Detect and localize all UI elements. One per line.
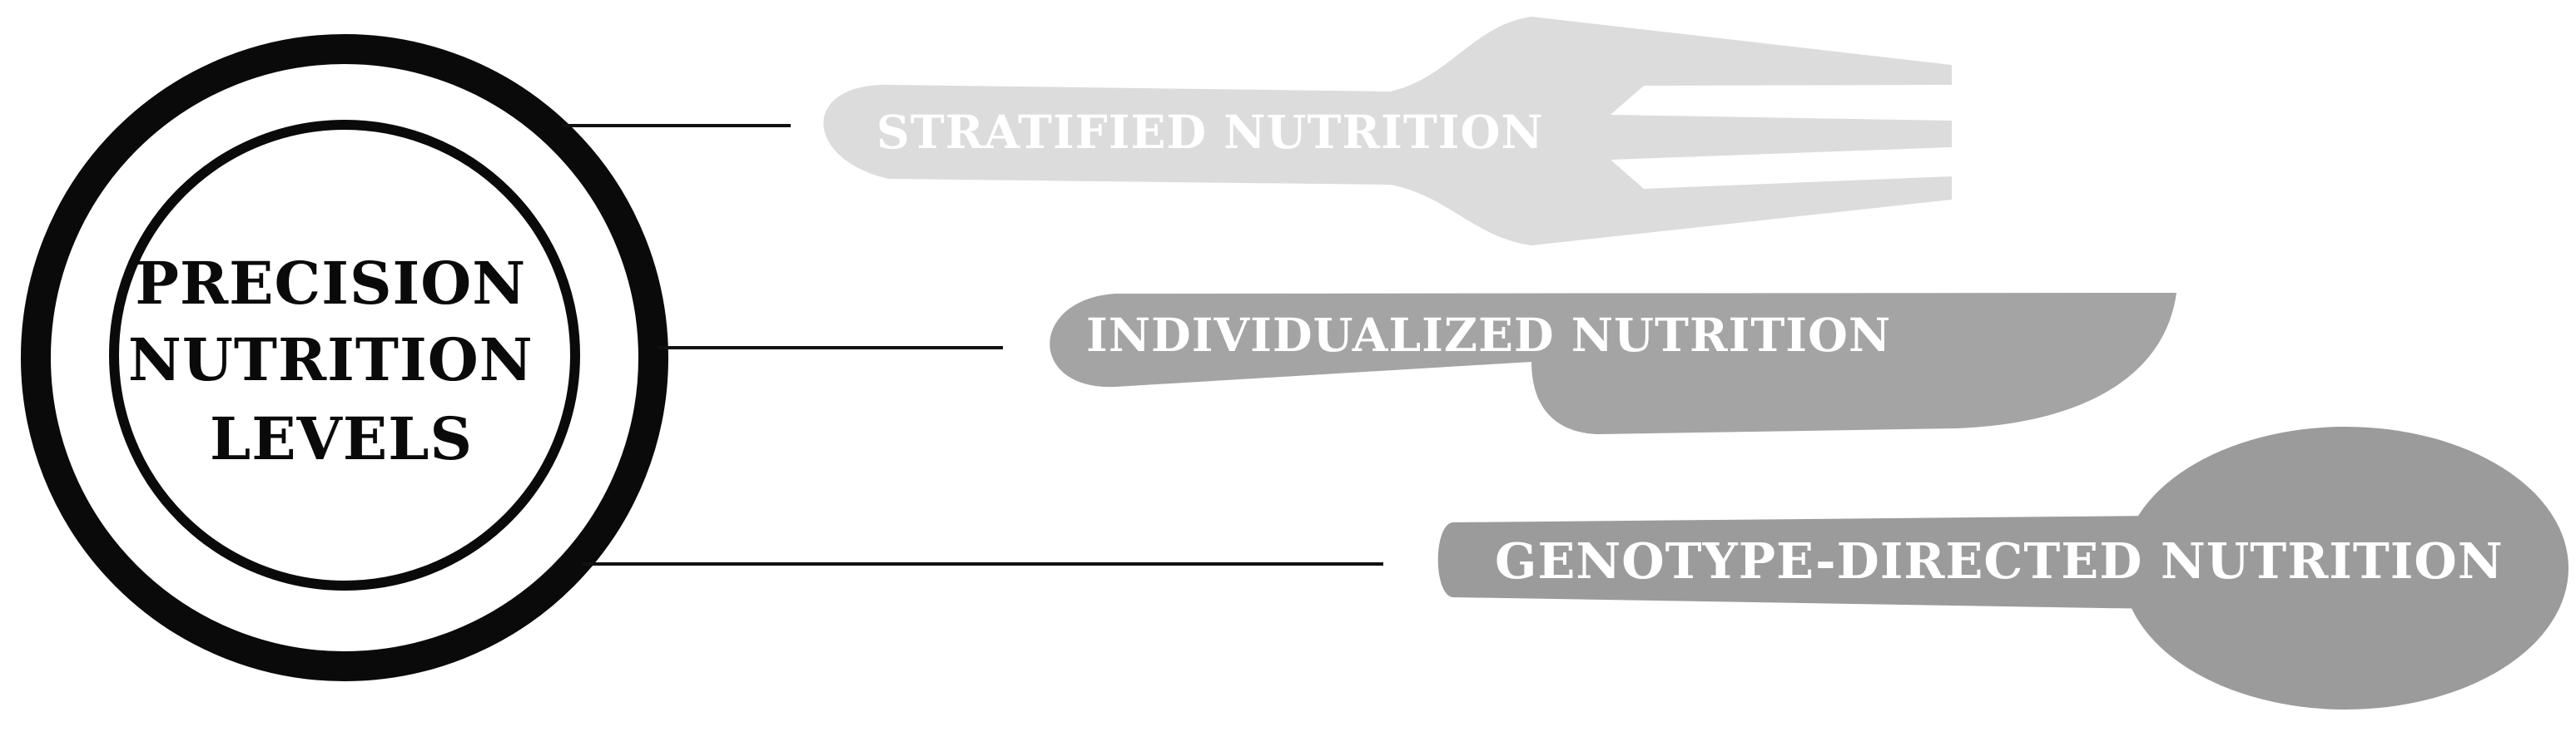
fork-shape [823, 17, 1953, 245]
plate-title: PRECISION NUTRITION LEVELS [128, 249, 554, 473]
spoon-handle [1437, 516, 2156, 609]
plate-inner-ring [109, 120, 580, 591]
plate-title-line-3: LEVELS [210, 404, 473, 473]
individualized-nutrition-label: INDIVIDUALIZED NUTRITION [1086, 308, 1891, 362]
stratified-nutrition-label: STRATIFIED NUTRITION [876, 105, 1544, 159]
plate: PRECISION NUTRITION LEVELS [21, 34, 668, 681]
connectors [562, 124, 1383, 566]
plate-title-line-2: NUTRITION [128, 325, 534, 394]
knife-shape [1050, 293, 2176, 434]
genotype-directed-nutrition-label: GENOTYPE-DIRECTED NUTRITION [1495, 532, 2504, 590]
plate-outer-ring [21, 34, 668, 681]
plate-title-line-1: PRECISION [135, 249, 526, 318]
spoon-icon: GENOTYPE-DIRECTED NUTRITION [1437, 427, 2569, 710]
fork-icon: STRATIFIED NUTRITION [823, 17, 1953, 245]
spoon-bowl [2122, 427, 2569, 710]
knife-icon: INDIVIDUALIZED NUTRITION [1050, 293, 2176, 434]
